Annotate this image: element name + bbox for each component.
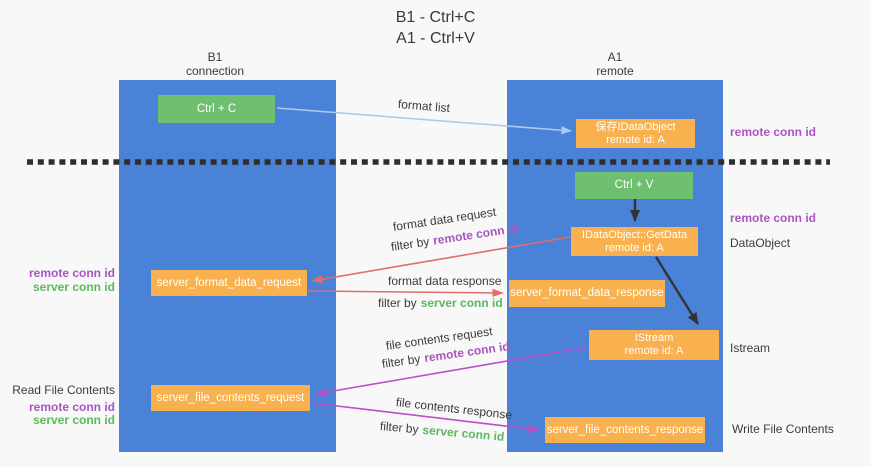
label-format-data-response: format data response [388,274,502,288]
lane-b1-subtitle: connection [185,64,245,78]
lane-header-a1: A1 remote [555,50,675,78]
box-server-format-data-request: server_format_data_request [151,270,307,296]
filter-by-text: filter by [378,296,417,310]
box-idataobject-getdata: IDataObject::GetData remote id: A [571,227,698,256]
diagram-title: B1 - Ctrl+C A1 - Ctrl+V [0,7,871,49]
box-getdata-line1: IDataObject::GetData [581,228,688,241]
box-save-idataobject-line2: remote id: A [606,133,665,146]
box-save-idataobject: 保存IDataObject remote id: A [576,119,695,148]
arrow-format-data-response [307,288,504,298]
box-save-idataobject-line1: 保存IDataObject [595,120,676,133]
right-remote-conn-id-1: remote conn id [730,125,817,139]
box-server-format-data-response: server_format_data_response [509,280,665,307]
lane-a1-name: A1 [607,50,623,64]
server-conn-id-text: server conn id [420,296,503,310]
box-ctrl-c: Ctrl + C [158,95,275,123]
left-server-conn-id-1: server conn id [32,280,115,294]
box-istream-line2: remote id: A [624,345,684,357]
arrow-file-contents-request [315,346,589,397]
box-istream-line1: IStream [634,332,674,344]
title-line-2: A1 - Ctrl+V [396,30,475,47]
left-server-conn-id-2: server conn id [32,413,115,427]
right-istream-label: Istream [730,341,771,355]
lane-a1-subtitle: remote [596,64,634,78]
left-remote-conn-id-2: remote conn id [28,400,115,414]
left-remote-conn-id-1: remote conn id [28,266,115,280]
right-write-file-contents-label: Write File Contents [732,422,834,436]
box-server-file-contents-response: server_file_contents_response [545,417,705,443]
right-dataobject-label: DataObject [730,236,791,250]
arrow-getdata-to-istream [654,256,700,325]
lane-header-b1: B1 connection [155,50,275,78]
arrow-format-data-request [311,236,571,284]
right-remote-conn-id-2: remote conn id [730,211,817,225]
arrow-file-contents-response [311,402,540,433]
box-getdata-line2: remote id: A [605,241,664,254]
box-istream: IStream remote id: A [589,330,719,360]
box-ctrl-v: Ctrl + V [575,172,693,199]
lane-b1-name: B1 [207,50,223,64]
arrow-format-list [276,107,572,135]
box-server-file-contents-request: server_file_contents_request [151,385,310,411]
left-read-file-contents-label: Read File Contents [12,383,115,397]
title-line-1: B1 - Ctrl+C [395,9,476,26]
